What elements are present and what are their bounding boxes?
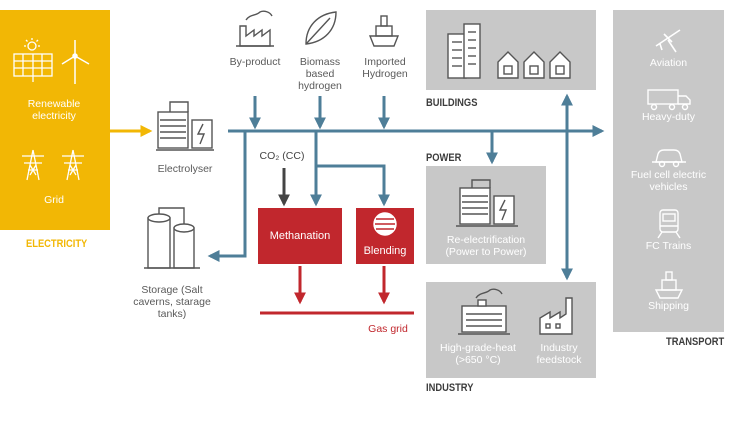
transport-section-label: TRANSPORT [666, 336, 725, 348]
storage-arrow [207, 131, 247, 262]
solar-panel-icon [13, 38, 53, 82]
to-blending-arrow [316, 164, 390, 207]
transport-item-fc-trains: FC Trains [645, 240, 692, 252]
high-heat-factory-icon [458, 288, 510, 335]
leaf-icon [305, 11, 337, 45]
shipping-icon [654, 271, 684, 299]
co2-label: CO₂ (CC) [259, 150, 305, 162]
grid-label: Grid [44, 194, 64, 206]
ship-icon [368, 15, 400, 47]
buildings-icon [447, 23, 481, 79]
wind-turbine-icon [61, 40, 90, 84]
transport-item-aviation: Aviation [649, 57, 688, 69]
electricity-section-label: ELECTRICITY [26, 238, 88, 250]
methanation-box: Methanation [258, 208, 342, 264]
methanation-label: Methanation [269, 230, 331, 242]
renewable-electricity-label: Renewable electricity [27, 98, 81, 122]
car-icon [652, 149, 686, 168]
electrolyser-icon [156, 101, 214, 151]
houses-icon [497, 51, 571, 79]
high-grade-heat-label: High-grade-heat (>650 °C) [440, 342, 516, 366]
transport-item-heavy-duty: Heavy-duty [641, 111, 696, 123]
buildings-section-label: BUILDINGS [426, 97, 478, 109]
industry-section-label: INDUSTRY [426, 382, 474, 394]
train-icon [657, 209, 681, 239]
blending-label: Blending [363, 245, 407, 257]
power-pylon-icon [22, 149, 84, 181]
imported-hydrogen-label: Imported Hydrogen [362, 56, 408, 80]
transport-item-fcev: Fuel cell electric vehicles [630, 169, 707, 193]
truck-icon [647, 89, 691, 111]
blending-icon [373, 212, 397, 236]
fuel-cell-icon [456, 179, 518, 227]
industry-feedstock-icon [539, 297, 573, 335]
electricity-panel [0, 10, 110, 230]
transport-panel [613, 10, 724, 332]
reelectrification-label: Re-electrification (Power to Power) [445, 234, 527, 258]
electrolyser-label: Electrolyser [157, 163, 213, 175]
industry-feedstock-label: Industry feedstock [536, 342, 582, 366]
power-section-label: POWER [426, 152, 462, 164]
airplane-icon [655, 29, 681, 53]
byproduct-label: By-product [229, 56, 281, 68]
biomass-hydrogen-label: Biomass based hydrogen [298, 56, 342, 92]
gas-grid-label: Gas grid [368, 323, 408, 335]
storage-tanks-icon [144, 207, 200, 269]
transport-item-shipping: Shipping [648, 300, 689, 312]
storage-label: Storage (Salt caverns, starage tanks) [133, 284, 211, 320]
factory-icon [236, 10, 274, 47]
